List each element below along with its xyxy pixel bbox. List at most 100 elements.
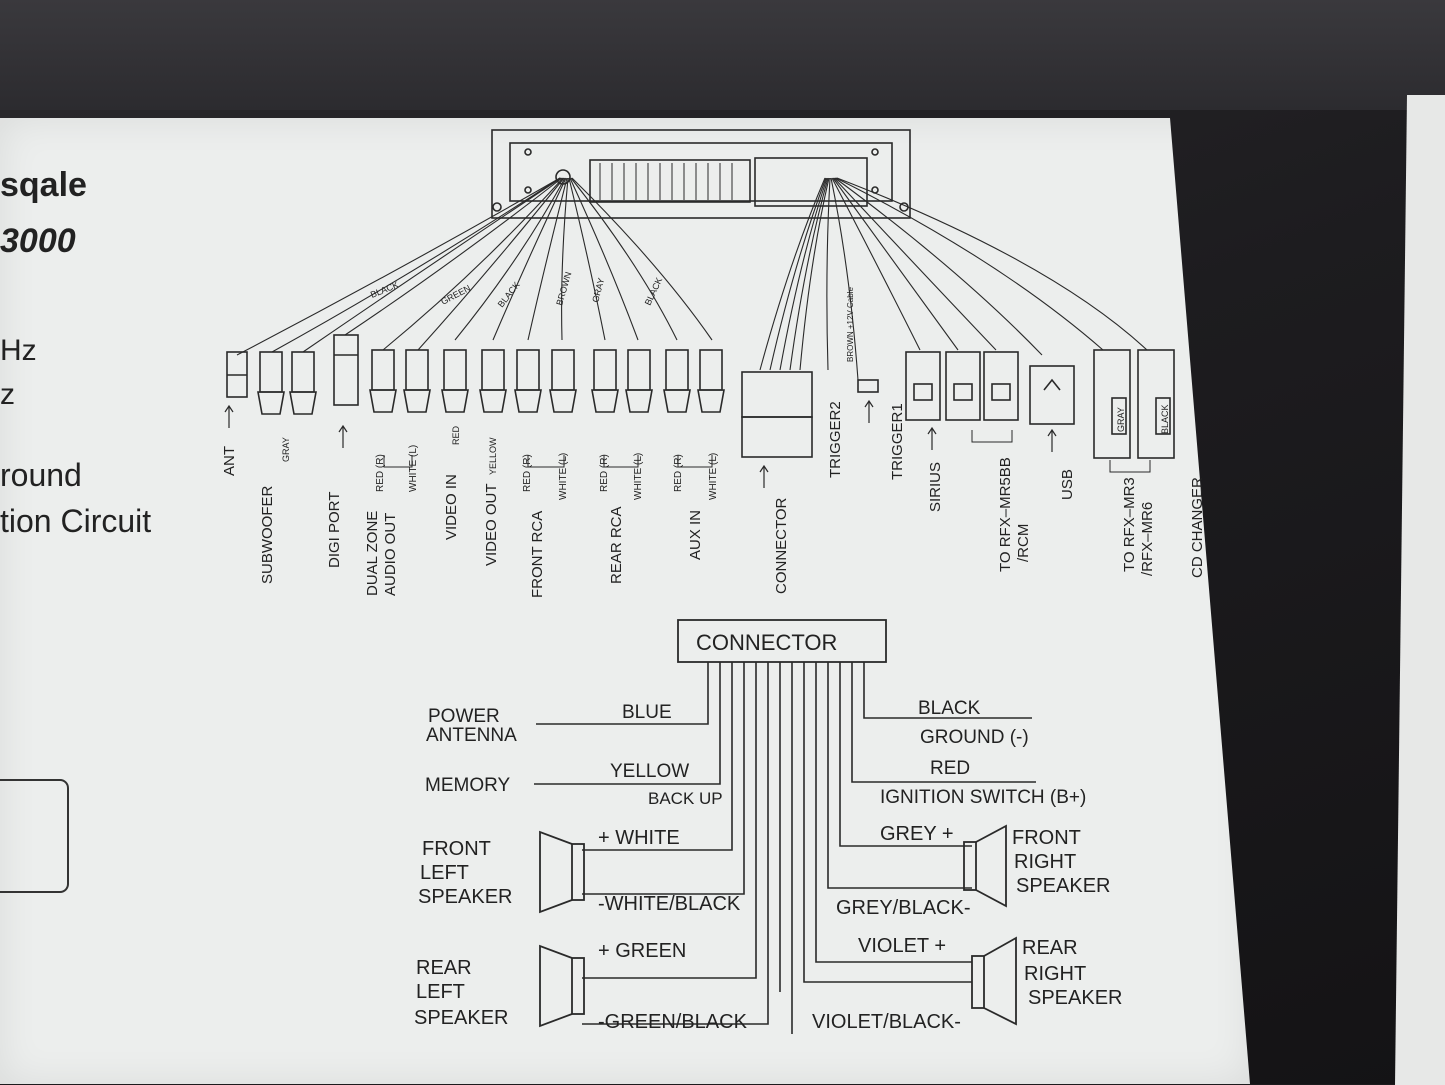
wire-color-labels: BLACK GREEN BLACK BROWN GRAY BLACK BROWN… (369, 271, 855, 362)
label-aux-in: AUX IN (687, 510, 704, 560)
fl-label-2: LEFT (420, 862, 469, 884)
connector-video (441, 349, 507, 413)
heatsink-fins (599, 163, 733, 200)
speaker-front-right (963, 824, 1007, 908)
label-rfx-mr6: /RFX–MR6 (1139, 502, 1156, 576)
connector-rear-rca (591, 349, 653, 413)
label-aux-white: WHITE (L) (708, 453, 719, 500)
left-wire-labels: POWER ANTENNA BLUE MEMORY YELLOW BACK UP (425, 702, 723, 808)
pointer-arrows (224, 399, 1057, 488)
label-front-rca: FRONT RCA (529, 511, 546, 598)
rl-label-2: LEFT (416, 981, 465, 1003)
rr-pos: VIOLET + (858, 935, 946, 957)
label-cd-black: BLACK (1160, 404, 1170, 434)
right-wire-fan (759, 177, 1148, 381)
harness-labels: ANT SUBWOOFER GRAY DIGI PORT DUAL ZONE A… (221, 401, 1206, 598)
rl-pos: + GREEN (598, 940, 686, 962)
brand-feature-2: tion Circuit (0, 503, 151, 539)
label-rear-red: RED (R) (599, 454, 610, 492)
speaker-front-left (539, 830, 585, 914)
label-ant: ANT (221, 446, 238, 476)
connector-rfx-mr3 (1093, 349, 1131, 459)
label-rfx-mr3: TO RFX–MR3 (1121, 477, 1138, 572)
brand-spec-1: Hz (0, 334, 37, 367)
brand-spec-2: z (0, 378, 15, 411)
rr-label-2: RIGHT (1024, 963, 1086, 985)
fr-label-1: FRONT (1012, 827, 1081, 849)
label-rcm: /RCM (1015, 524, 1032, 562)
connector-aux-in (663, 349, 725, 413)
label-dual-zone: DUAL ZONE (364, 511, 381, 596)
wire-color-4: BROWN (554, 271, 573, 307)
heatsink (589, 159, 751, 203)
label-trigger2: TRIGGER2 (827, 401, 844, 478)
fl-neg: -WHITE/BLACK (598, 893, 741, 915)
connector-front-rca (514, 349, 577, 413)
label-trigger1: TRIGGER1 (889, 403, 906, 480)
brand-model: 3000 (0, 222, 76, 260)
label-cd-changer: CD CHANGER (1189, 477, 1206, 578)
fl-label-3: SPEAKER (418, 886, 512, 908)
label-video-out-yellow: YELLOW (488, 437, 498, 475)
label-rfx-mr5bb: TO RFX–MR5BB (997, 457, 1014, 572)
head-unit-inner (509, 142, 893, 202)
label-dz-red: RED (R) (375, 454, 386, 492)
right-wire-labels: BLACK GROUND (-) RED IGNITION SWITCH (B+… (880, 698, 1086, 808)
pair-brackets (383, 430, 1151, 473)
speaker-labels: FRONT LEFT SPEAKER + WHITE -WHITE/BLACK … (414, 823, 1122, 1033)
rear-socket (754, 157, 868, 207)
head-unit-outline (491, 129, 911, 219)
ignition-color: RED (930, 758, 970, 779)
fl-pos: + WHITE (598, 827, 680, 849)
ground-color: BLACK (918, 698, 981, 719)
connector-box (677, 619, 887, 663)
fl-label-1: FRONT (422, 838, 491, 860)
label-connector: CONNECTOR (773, 497, 790, 594)
label-rear-white: WHITE (L) (633, 453, 644, 500)
wire-color-6: BLACK (643, 276, 665, 307)
fr-pos: GREY + (880, 823, 954, 845)
label-cd-gray: GRAY (1116, 407, 1126, 432)
label-audio-out: AUDIO OUT (382, 513, 399, 596)
connector-digi-port (333, 334, 359, 406)
ground-sub: GROUND (-) (920, 727, 1029, 748)
wiring-label-card (0, 118, 1250, 1084)
rr-label-3: SPEAKER (1028, 987, 1122, 1009)
label-video-in-red: RED (451, 425, 461, 445)
label-subwoofer: SUBWOOFER (259, 485, 276, 584)
harness-lines (534, 662, 1036, 1034)
label-front-red: RED (R) (522, 454, 533, 492)
top-panel (0, 0, 1445, 110)
connector-dual-zone (369, 349, 431, 413)
power-antenna-name-1: POWER (428, 706, 500, 727)
label-dz-white: WHITE (L) (408, 445, 419, 492)
connector-rfx-mr5bb (945, 351, 1019, 421)
connector-usb (1029, 365, 1075, 425)
brand-logo: sqale (0, 166, 87, 204)
connector-trigger1 (857, 379, 879, 393)
connector-sirius (905, 351, 941, 421)
label-aux-red: RED (R) (673, 454, 684, 492)
connector-title: CONNECTOR (696, 630, 837, 655)
label-usb: USB (1059, 469, 1076, 500)
connector-main-block (741, 371, 813, 458)
brand-feature-1: round (0, 457, 82, 493)
connector-ant (226, 351, 248, 398)
label-video-in: VIDEO IN (443, 474, 460, 540)
rr-label-1: REAR (1022, 937, 1078, 959)
label-sirius: SIRIUS (927, 462, 944, 512)
fr-label-3: SPEAKER (1016, 875, 1110, 897)
fr-neg: GREY/BLACK- (836, 897, 970, 919)
memory-name: MEMORY (425, 775, 510, 796)
label-video-out: VIDEO OUT (483, 483, 500, 566)
speaker-rear-right (971, 936, 1017, 1026)
connector-cd-changer (1137, 349, 1175, 459)
label-subwoofer-gray: GRAY (281, 437, 291, 462)
power-antenna-color: BLUE (622, 702, 672, 723)
rl-label-1: REAR (416, 957, 472, 979)
label-rear-rca: REAR RCA (608, 506, 625, 584)
left-wire-fan (236, 177, 713, 356)
rl-neg: -GREEN/BLACK (598, 1011, 748, 1033)
